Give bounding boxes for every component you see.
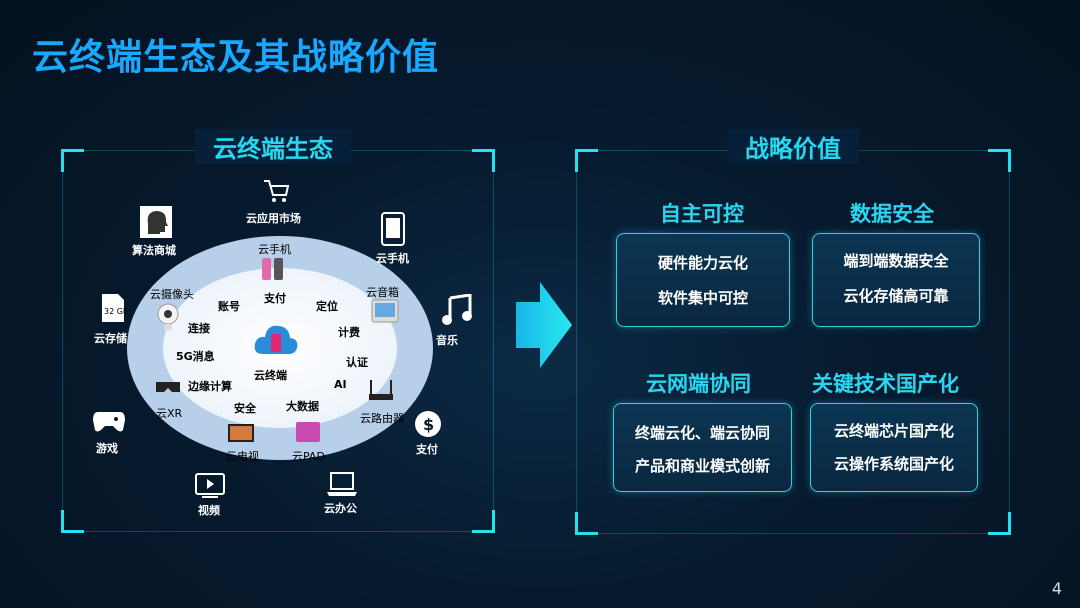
sd-card-icon: 32 GB (102, 294, 126, 322)
section-line: 云操作系统国产化 (833, 455, 954, 473)
cloud-router-icon (369, 380, 393, 400)
video-player-icon (195, 473, 225, 498)
outer-item-app-market: 云应用市场 (246, 212, 301, 225)
section-title-cloud-net-collab: 云网端协同 (646, 372, 751, 396)
shopping-cart-icon (264, 180, 290, 202)
outer-item-cloud-phone: 云手机 (376, 252, 409, 265)
outer-item-music: 音乐 (436, 334, 458, 347)
page-number: 4 (1051, 579, 1062, 598)
inner-item-account: 账号 (218, 300, 240, 313)
cloud-terminal-icon (254, 325, 298, 354)
ecosystem-panel-title: 云终端生态 (195, 129, 351, 164)
outer-item-cloud-office: 云办公 (324, 502, 357, 515)
strategic-value-title: 战略价值 (727, 129, 859, 164)
cloud-camera-icon (157, 303, 179, 330)
ring-item-cloud-speaker: 云音箱 (366, 286, 399, 299)
center-label: 云终端 (254, 369, 287, 382)
inner-item-ai: AI (334, 378, 347, 391)
section-line: 云终端芯片国产化 (833, 422, 954, 440)
gamepad-icon (93, 412, 125, 432)
page-title: 云终端生态及其战略价值 (32, 37, 440, 78)
svg-text:32 GB: 32 GB (104, 307, 126, 316)
payment-icon: $ (415, 411, 441, 437)
section-line: 产品和商业模式创新 (634, 457, 770, 475)
ring-item-cloud-xr: 云XR (156, 407, 183, 420)
ring-item-cloud-router: 云路由器 (360, 412, 404, 425)
section-line: 软件集中可控 (657, 289, 748, 307)
laptop-icon (327, 472, 357, 496)
ring-item-cloud-camera: 云摄像头 (150, 288, 194, 301)
outer-item-game: 游戏 (96, 442, 118, 455)
ring-item-cloud-phone: 云手机 (258, 243, 291, 256)
outer-item-cloud-storage: 云存储 (94, 332, 127, 345)
inner-item-billing: 计费 (338, 326, 360, 339)
outer-item-payment: 支付 (416, 443, 438, 456)
inner-item-5g-msg: 5G消息 (176, 350, 215, 363)
section-box-cloud-net-collab: 终端云化、端云协同 产品和商业模式创新 (613, 403, 792, 492)
music-note-icon (442, 294, 472, 325)
svg-text:$: $ (423, 415, 434, 434)
section-box-data-security: 端到端数据安全 云化存储高可靠 (812, 233, 980, 327)
right-arrow-icon (516, 282, 572, 368)
cloud-speaker-icon (371, 299, 399, 323)
cloud-xr-icon (156, 382, 180, 392)
section-box-localization: 云终端芯片国产化 云操作系统国产化 (810, 403, 978, 492)
ring-item-cloud-pad: 云PAD (292, 450, 325, 463)
cloud-phone-ring-icon (262, 258, 283, 280)
section-title-autonomy: 自主可控 (660, 202, 744, 226)
ecosystem-panel: 云终端生态 (61, 129, 495, 533)
inner-item-security: 安全 (234, 402, 256, 415)
section-box-autonomy: 硬件能力云化 软件集中可控 (616, 233, 790, 327)
cloud-tv-icon (228, 424, 254, 442)
cloud-pad-icon (296, 422, 320, 442)
inner-item-edge: 边缘计算 (188, 380, 232, 393)
inner-item-payment: 支付 (264, 292, 286, 305)
section-line: 终端云化、端云协同 (634, 424, 770, 442)
strategic-value-panel: 战略价值 (575, 129, 1011, 535)
cloud-phone-icon (381, 212, 405, 246)
section-line: 硬件能力云化 (657, 254, 748, 272)
section-line: 端到端数据安全 (843, 252, 949, 270)
outer-item-video: 视频 (198, 504, 220, 517)
section-title-localization: 关键技术国产化 (812, 372, 959, 396)
brain-head-icon (140, 206, 172, 238)
section-line: 云化存储高可靠 (843, 287, 949, 305)
inner-item-auth: 认证 (346, 356, 368, 369)
inner-item-location: 定位 (316, 300, 338, 313)
ring-item-cloud-tv: 云电视 (226, 450, 259, 463)
inner-item-bigdata: 大数据 (286, 400, 319, 413)
inner-item-connect: 连接 (188, 322, 210, 335)
outer-item-algo-mall: 算法商城 (132, 244, 176, 257)
section-title-data-security: 数据安全 (850, 202, 934, 226)
